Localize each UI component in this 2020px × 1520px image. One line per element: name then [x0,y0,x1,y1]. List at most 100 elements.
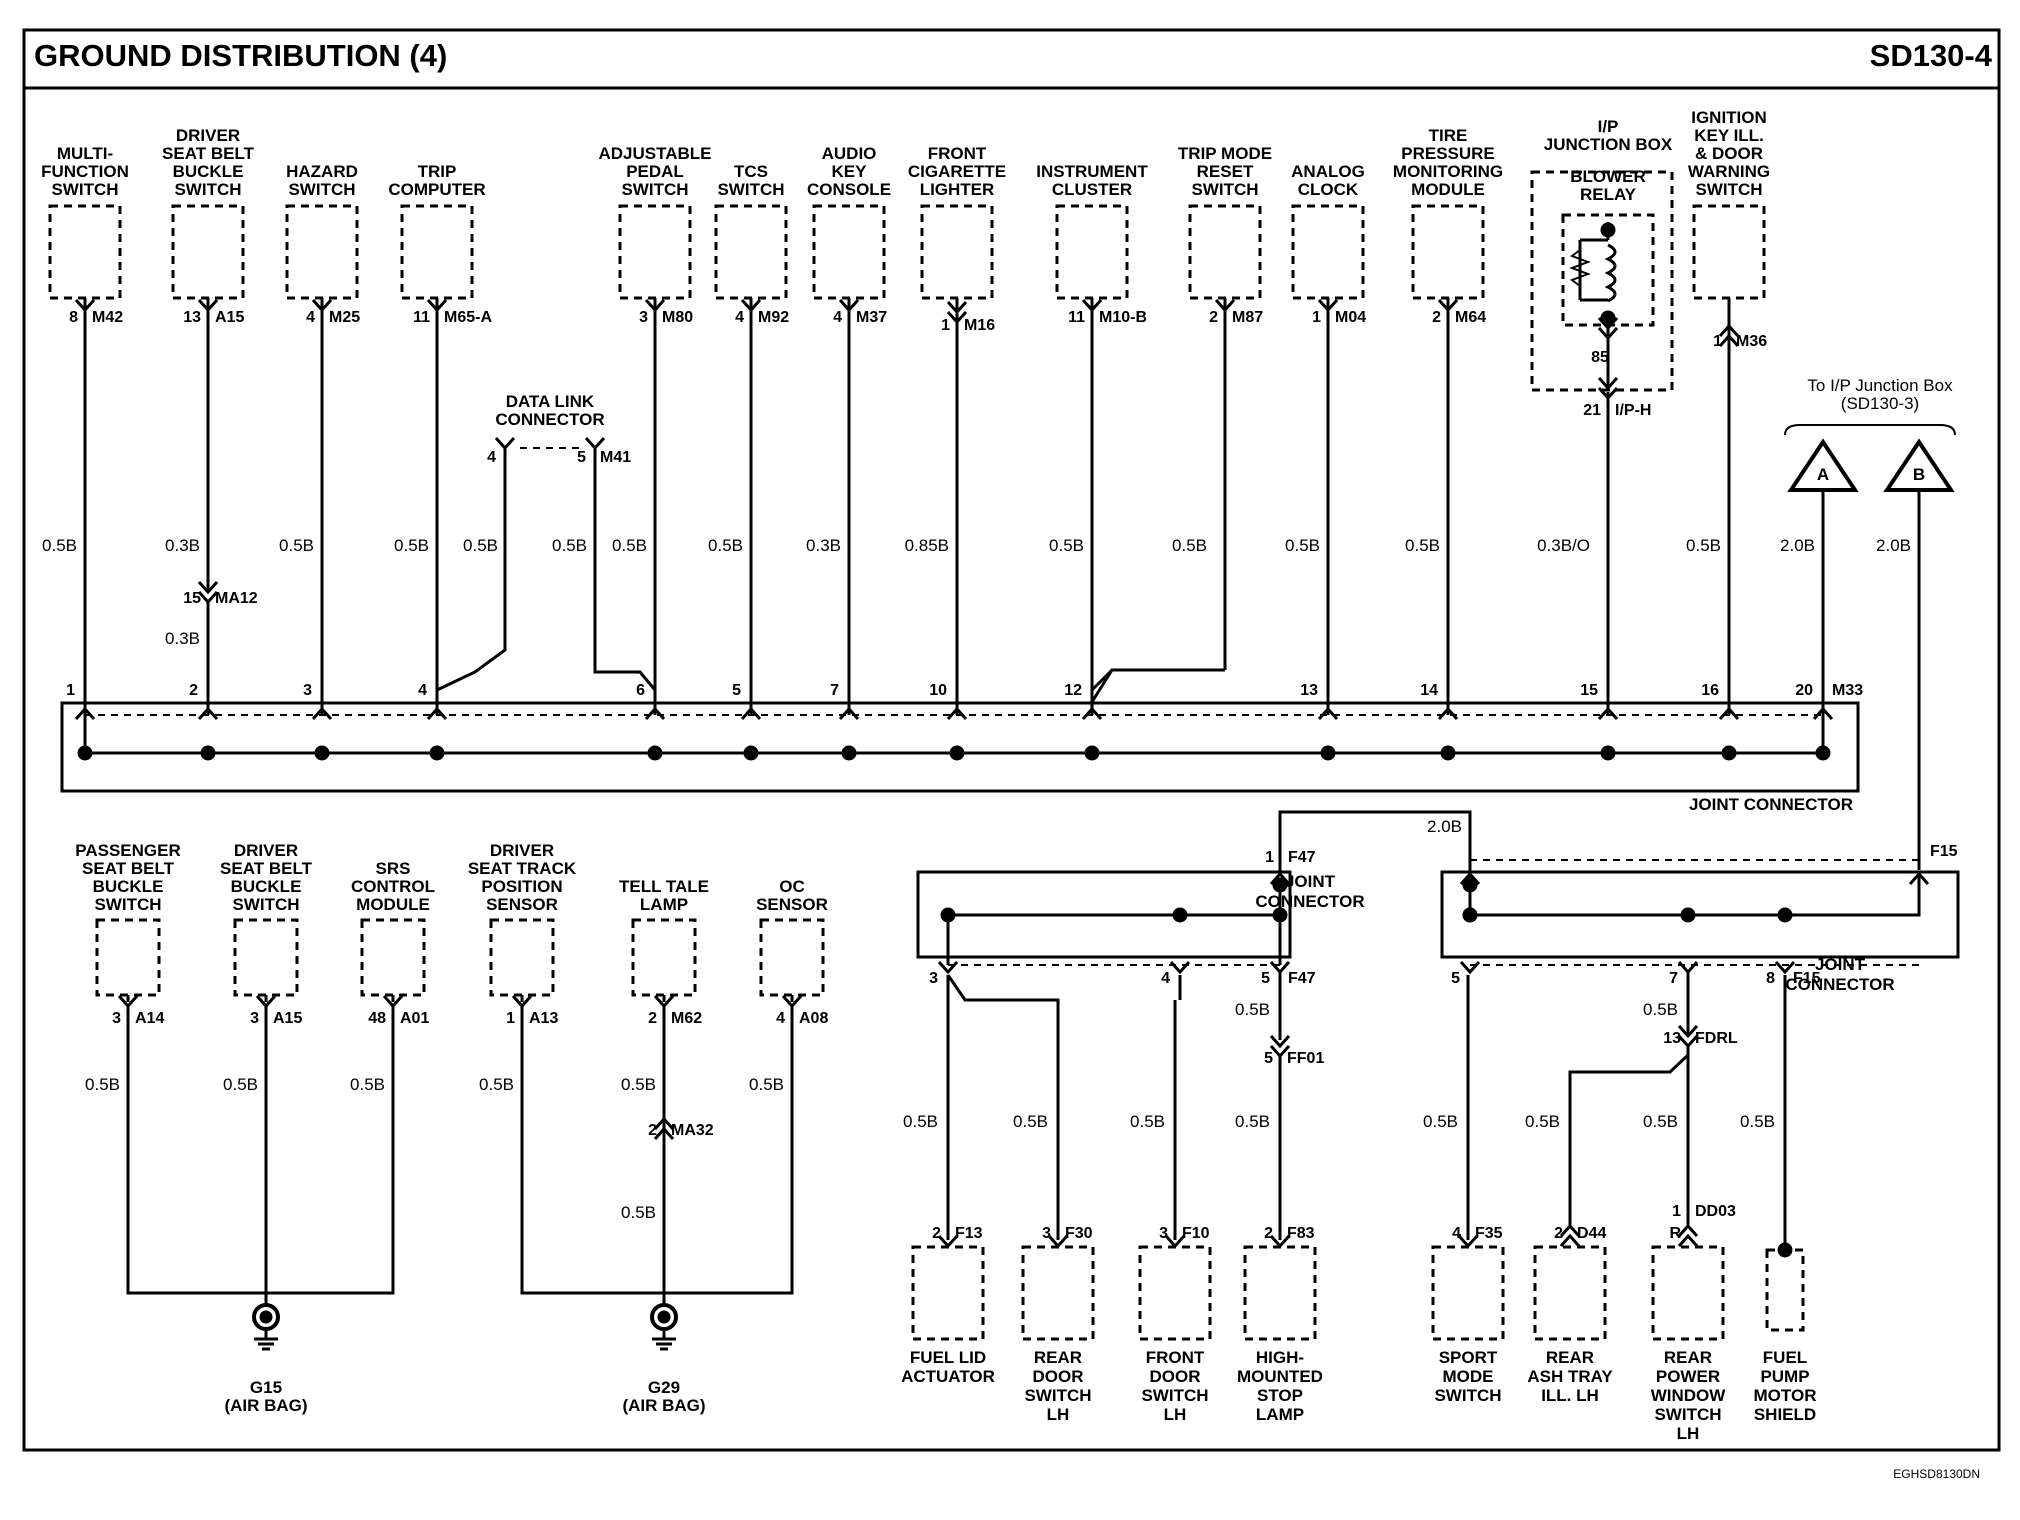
component-hazard-wire: 0.5B [279,536,314,555]
label-line: JOINT [1285,872,1336,891]
splice-dot [940,907,956,923]
label-line: BUCKLE [173,162,244,181]
label-line: TRIP [418,162,457,181]
label-line: WARNING [1688,162,1770,181]
f15-comp-window-wire: 0.5B [1643,1112,1678,1131]
label-line: SWITCH [232,895,299,914]
f15-comp-sport-box [1431,1245,1505,1341]
f47-out-pin: 3 [929,970,938,987]
component-audio-pin: 4 [833,309,842,326]
f47-comp-stoplamp-wire: 0.5B [1235,1112,1270,1131]
label-line: SEAT BELT [82,859,175,878]
component-hazard-pin: 4 [306,309,315,326]
f47-comp-fuellid-conn [937,1234,959,1249]
component-trip-joint-pin: 4 [418,682,427,699]
f15-out-chevron [1459,960,1481,975]
f15-mid-wire: 0.5B [1643,1000,1678,1019]
f15-comp-window-pin: 1 [1672,1203,1681,1220]
component-seatbelt-mid-pin: 15 [183,590,201,607]
component-tire-joint-pin: 14 [1420,682,1438,699]
label-line: AUDIO [822,144,877,163]
f47-out-chevron [1169,960,1191,975]
diagram-frame [22,28,2001,1452]
ground-g15-icon [252,1303,280,1331]
label-line: To I/P Junction Box [1807,376,1953,395]
label-line: CONNECTOR [495,410,604,429]
wire [1090,668,1225,703]
airbag-pass-pin: 3 [112,1010,121,1027]
label-line: DATA LINK [506,392,595,411]
component-ipjb-conn: I/P-H [1615,402,1651,419]
component-clock-joint-pin: 13 [1300,682,1318,699]
f15-bus [1468,875,1921,917]
component-tripmode-box [1188,204,1262,300]
component-multi-wire: 0.5B [42,536,77,555]
airbag-tell-box [631,918,697,997]
label-line: SWITCH [1434,1386,1501,1405]
component-seatbelt-wire: 0.3B [165,536,200,555]
f15-comp-ashtray-conn: D44 [1577,1225,1606,1242]
airbag-oc-wire: 0.5B [749,1075,784,1094]
component-pedal-pin: 3 [639,309,648,326]
component-tripmode-wire: 0.5B [1172,536,1207,555]
label-line: STOP [1257,1386,1303,1405]
f47-feed [1278,810,1472,885]
label-line: SWITCH [1024,1386,1091,1405]
f47-comp-reardoor-wire: 0.5B [1013,1112,1048,1131]
label-line: TIRE [1429,126,1468,145]
f15-comp-fuelpump-box [1765,1248,1805,1332]
f15-out-pin: 5 [1451,970,1460,987]
airbag-pass-wire: 0.5B [85,1075,120,1094]
f15-comp-ashtray-box [1533,1245,1607,1341]
f47-comp-fuellid-wire: 0.5B [903,1112,938,1131]
component-hazard-conn: M25 [329,309,360,326]
component-ignition-box [1692,204,1766,300]
f15-mid-conn [1677,1024,1699,1039]
off-page-b-letter: B [1913,465,1925,484]
component-trip-pin: 11 [413,309,430,326]
component-multi-joint-pin: 1 [66,682,75,699]
airbag-pass-box [95,918,161,997]
airbag-srs-conn: A01 [400,1010,429,1027]
label-line: SWITCH [174,180,241,199]
label-line: SWITCH [1695,180,1762,199]
label-line: SWITCH [51,180,118,199]
component-cluster-conn: M10-B [1099,309,1147,326]
label-line: OC [779,877,805,896]
label-line: TELL TALE [619,877,709,896]
f47-comp-frontdoor-box [1138,1245,1212,1341]
airbag-oc-pin: 4 [776,1010,785,1027]
f47-comp-reardoor-conn [1047,1234,1069,1249]
component-lighter-box [920,204,994,300]
label-line: PUMP [1760,1367,1809,1386]
airbag-oc-box [759,918,825,997]
label-line: FRONT [928,144,987,163]
label-line: CIGARETTE [908,162,1006,181]
label-line: MOUNTED [1237,1367,1323,1386]
component-tire-pin: 2 [1432,309,1441,326]
to-ip-wire-a-label: 2.0B [1780,536,1815,555]
component-ignition-conn: M36 [1736,333,1767,350]
component-cluster-wire: 0.5B [1049,536,1084,555]
label-line: CONNECTOR [1255,892,1364,911]
diagram-code: SD130-4 [1870,38,1993,73]
f15-comp-sport-conn [1457,1234,1479,1249]
f15-comp-ashtray-pin: 2 [1554,1225,1563,1242]
component-seatbelt-joint-pin: 2 [189,682,198,699]
f15-comp-fuelpump-wire: 0.5B [1740,1112,1775,1131]
f47-mid-conn [1269,1034,1291,1049]
airbag-track-box [489,918,555,997]
label-line: ILL. LH [1541,1386,1599,1405]
label-line: ASH TRAY [1527,1367,1613,1386]
